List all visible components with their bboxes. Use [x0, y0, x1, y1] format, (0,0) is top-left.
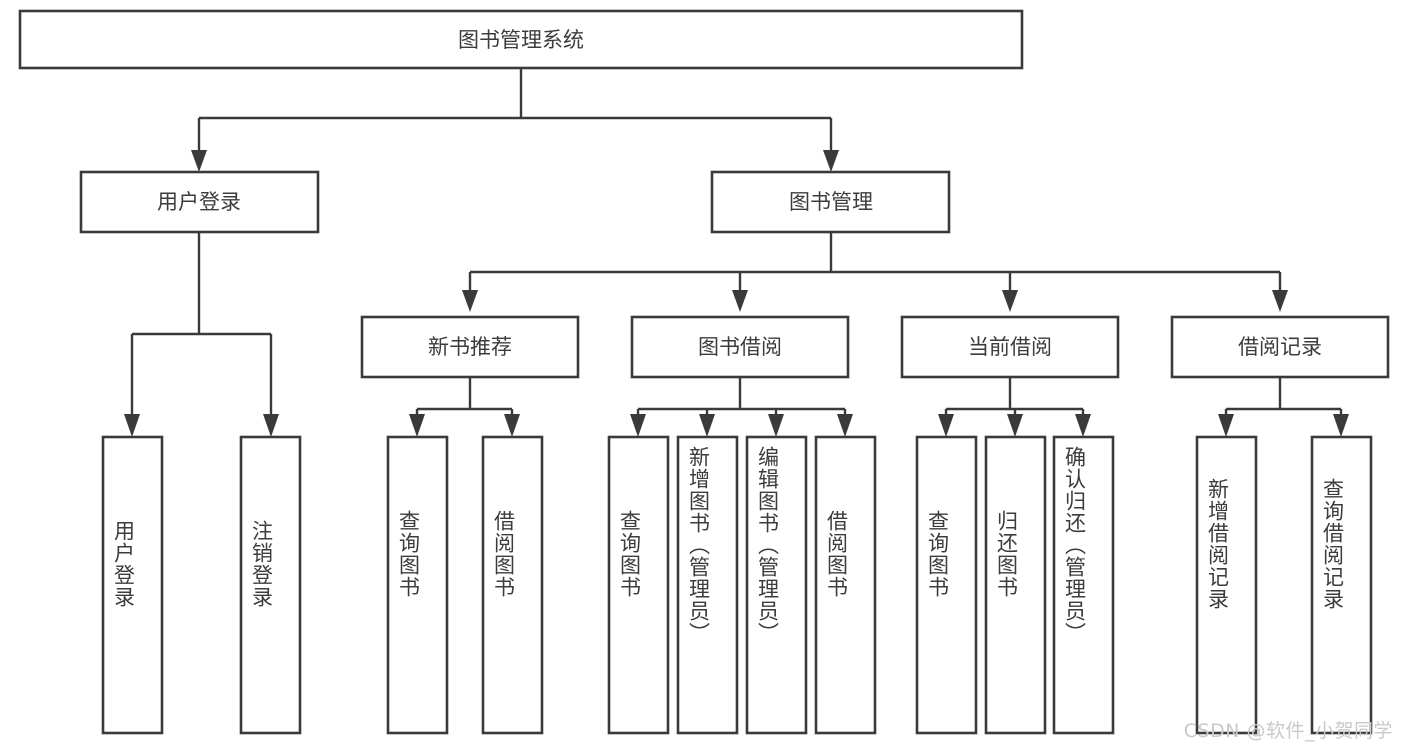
node-book-borrow-box[interactable]: [630, 315, 850, 379]
leaf-box-cb-2[interactable]: [984, 435, 1047, 735]
node-root-label: 图书管理系统: [458, 28, 584, 52]
arrowhead-leaf-bb-2: [699, 414, 715, 437]
leaf-box-bb-1[interactable]: [607, 435, 670, 735]
node-borrow-record-box[interactable]: [1170, 315, 1390, 379]
arrowhead-borrow-record: [1272, 290, 1288, 312]
node-current-borrow-label: 当前借阅: [968, 335, 1052, 359]
node-borrow-record-label: 借阅记录: [1238, 335, 1322, 359]
connector-group-borrow-record: [1218, 377, 1349, 437]
leaf-box-bb-4[interactable]: [814, 435, 877, 735]
leaf-box-bb-2[interactable]: [676, 435, 739, 735]
leaf-box-user-login-2[interactable]: [239, 435, 302, 735]
connector-group-book-mgmt: [462, 232, 1288, 312]
node-book-borrow[interactable]: 图书借阅: [630, 315, 850, 379]
arrowhead-leaf-user-login-2: [263, 414, 279, 437]
arrowhead-leaf-bb-1: [630, 414, 646, 437]
node-book-mgmt-box[interactable]: [710, 170, 951, 234]
watermark: CSDN @软件_小贺同学: [1183, 720, 1393, 742]
arrowhead-leaf-bb-4: [837, 414, 853, 437]
arrowhead-book-mgmt: [823, 150, 839, 172]
arrowhead-leaf-nbr-2: [504, 414, 520, 437]
node-user-login-box[interactable]: [79, 170, 320, 234]
leaf-box-user-login-1[interactable]: [101, 435, 164, 735]
arrowhead-book-borrow: [732, 290, 748, 312]
connector-group-root: [191, 68, 839, 172]
arrowhead-new-book-recommend: [462, 290, 478, 312]
node-book-borrow-label: 图书借阅: [698, 335, 782, 359]
node-new-book-recommend-box[interactable]: [360, 315, 580, 379]
arrowhead-leaf-cb-3: [1075, 414, 1091, 437]
leaf-box-nbr-2[interactable]: [481, 435, 544, 735]
node-user-login-label: 用户登录: [157, 190, 241, 214]
connector-group-current-borrow: [938, 377, 1091, 437]
node-root-box[interactable]: [18, 9, 1024, 70]
leaf-box-nbr-1[interactable]: [386, 435, 449, 735]
arrowhead-leaf-nbr-1: [409, 414, 425, 437]
node-borrow-record[interactable]: 借阅记录: [1170, 315, 1390, 379]
leaf-box-bb-3[interactable]: [745, 435, 808, 735]
node-user-login[interactable]: 用户登录: [79, 170, 320, 234]
arrowhead-user-login: [191, 150, 207, 172]
node-book-mgmt[interactable]: 图书管理: [710, 170, 951, 234]
leaf-box-br-1[interactable]: [1195, 435, 1258, 735]
node-root[interactable]: 图书管理系统: [18, 9, 1024, 70]
arrowhead-leaf-br-1: [1218, 414, 1234, 437]
node-new-book-recommend-label: 新书推荐: [428, 335, 512, 359]
connector-group-book-borrow: [630, 377, 853, 437]
leaf-box-cb-3[interactable]: [1052, 435, 1115, 735]
connector-group-new-book-recommend: [409, 377, 520, 437]
connector-group-user-login: [124, 232, 279, 437]
arrowhead-leaf-br-2: [1333, 414, 1349, 437]
arrowhead-leaf-bb-3: [768, 414, 784, 437]
leaf-box-br-2[interactable]: [1310, 435, 1373, 735]
arrowhead-leaf-cb-2: [1007, 414, 1023, 437]
node-current-borrow[interactable]: 当前借阅: [900, 315, 1120, 379]
node-book-mgmt-label: 图书管理: [789, 190, 873, 214]
arrowhead-leaf-user-login-1: [124, 414, 140, 437]
arrowhead-current-borrow: [1002, 290, 1018, 312]
node-current-borrow-box[interactable]: [900, 315, 1120, 379]
node-new-book-recommend[interactable]: 新书推荐: [360, 315, 580, 379]
leaf-box-cb-1[interactable]: [915, 435, 978, 735]
arrowhead-leaf-cb-1: [938, 414, 954, 437]
